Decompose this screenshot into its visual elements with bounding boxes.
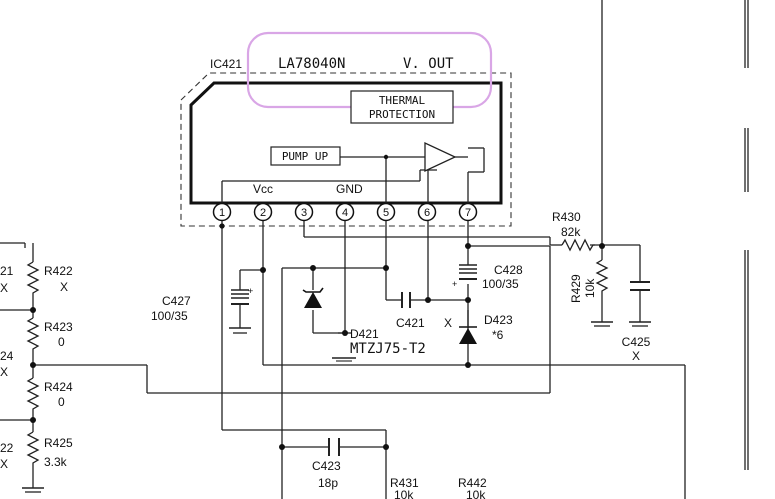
c428-value: 100/35	[482, 277, 519, 291]
resistors	[26, 238, 609, 466]
r431-ref: R431	[390, 476, 419, 490]
r430-ref: R430	[552, 210, 581, 224]
d421-ref: D421	[350, 327, 379, 341]
pin-4: 4	[342, 207, 348, 219]
c425-ref: C425	[622, 335, 651, 349]
diodes	[302, 287, 477, 362]
r429-ref: R429	[569, 274, 583, 303]
ic-function: V. OUT	[403, 56, 454, 72]
r424-value: 0	[58, 395, 65, 409]
r422-ref: R422	[44, 264, 73, 278]
d423-value: *6	[492, 328, 504, 342]
pin-7: 7	[465, 207, 471, 219]
x-mark: X	[444, 316, 452, 330]
r422-fragment: 22	[0, 441, 14, 455]
x-fragment-3: X	[0, 457, 8, 471]
ic-ref: IC421	[210, 57, 242, 71]
pin-1: 1	[219, 207, 225, 219]
r424-symbol	[26, 377, 40, 412]
pin-2: 2	[260, 207, 266, 219]
r442-value: 10k	[466, 488, 486, 499]
junction-dots	[30, 223, 605, 450]
ic-body	[189, 81, 503, 205]
pin-6: 6	[424, 207, 430, 219]
thermal-label: THERMAL	[379, 94, 426, 107]
r429-symbol	[595, 259, 609, 300]
x-fragment-1: X	[0, 281, 8, 295]
ic-pins: 1 2 3 4 5 6 7	[212, 202, 478, 222]
pump-up-label: PUMP UP	[282, 150, 329, 163]
svg-text:+: +	[452, 279, 457, 289]
svg-text:+: +	[248, 286, 253, 296]
external-wiring	[0, 0, 686, 499]
r422-value: X	[60, 280, 68, 294]
thermal-protection-box	[350, 90, 454, 124]
c423-ref: C423	[312, 459, 341, 473]
protection-label: PROTECTION	[369, 108, 435, 121]
r422-symbol	[26, 261, 40, 296]
c427-ref: C427	[162, 294, 191, 308]
pump-node	[383, 154, 389, 160]
component-labels: 21 X 24 X 22 X R422 X R423 0 R424 0 R425…	[0, 210, 651, 499]
r430-symbol	[561, 238, 595, 252]
c425-value: X	[632, 349, 640, 363]
r424-ref: R424	[44, 380, 73, 394]
opamp-symbol	[424, 141, 457, 173]
capacitors: + +	[22, 264, 651, 493]
gnd-label: GND	[336, 182, 363, 196]
x-fragment-2: X	[0, 365, 8, 379]
ic-part-number: LA78040N	[278, 56, 345, 72]
r423-ref: R423	[44, 320, 73, 334]
r421-fragment: 21	[0, 264, 14, 278]
r429-value: 10k	[583, 278, 597, 298]
pin-5: 5	[383, 207, 389, 219]
ic-internal-wiring	[221, 147, 485, 205]
pump-up-box	[270, 146, 341, 166]
r442-ref: R442	[458, 476, 487, 490]
c428-ref: C428	[494, 263, 523, 277]
r425-ref: R425	[44, 436, 73, 450]
r425-value: 3.3k	[44, 455, 68, 469]
pin-3: 3	[301, 207, 307, 219]
r424-fragment: 24	[0, 349, 14, 363]
right-edge-bars	[744, 0, 749, 470]
d423-ref: D423	[484, 313, 513, 327]
ic-dashed-outline	[180, 72, 512, 227]
r423-symbol	[26, 317, 40, 352]
r430-value: 82k	[561, 225, 581, 239]
r425-symbol	[26, 431, 40, 466]
c421-ref: C421	[396, 316, 425, 330]
c427-value: 100/35	[151, 309, 188, 323]
r423-value: 0	[58, 335, 65, 349]
vcc-label: Vcc	[253, 182, 273, 196]
r431-value: 10k	[394, 488, 414, 499]
d421-part: MTZJ75-T2	[350, 341, 426, 357]
c423-value: 18p	[318, 476, 338, 490]
